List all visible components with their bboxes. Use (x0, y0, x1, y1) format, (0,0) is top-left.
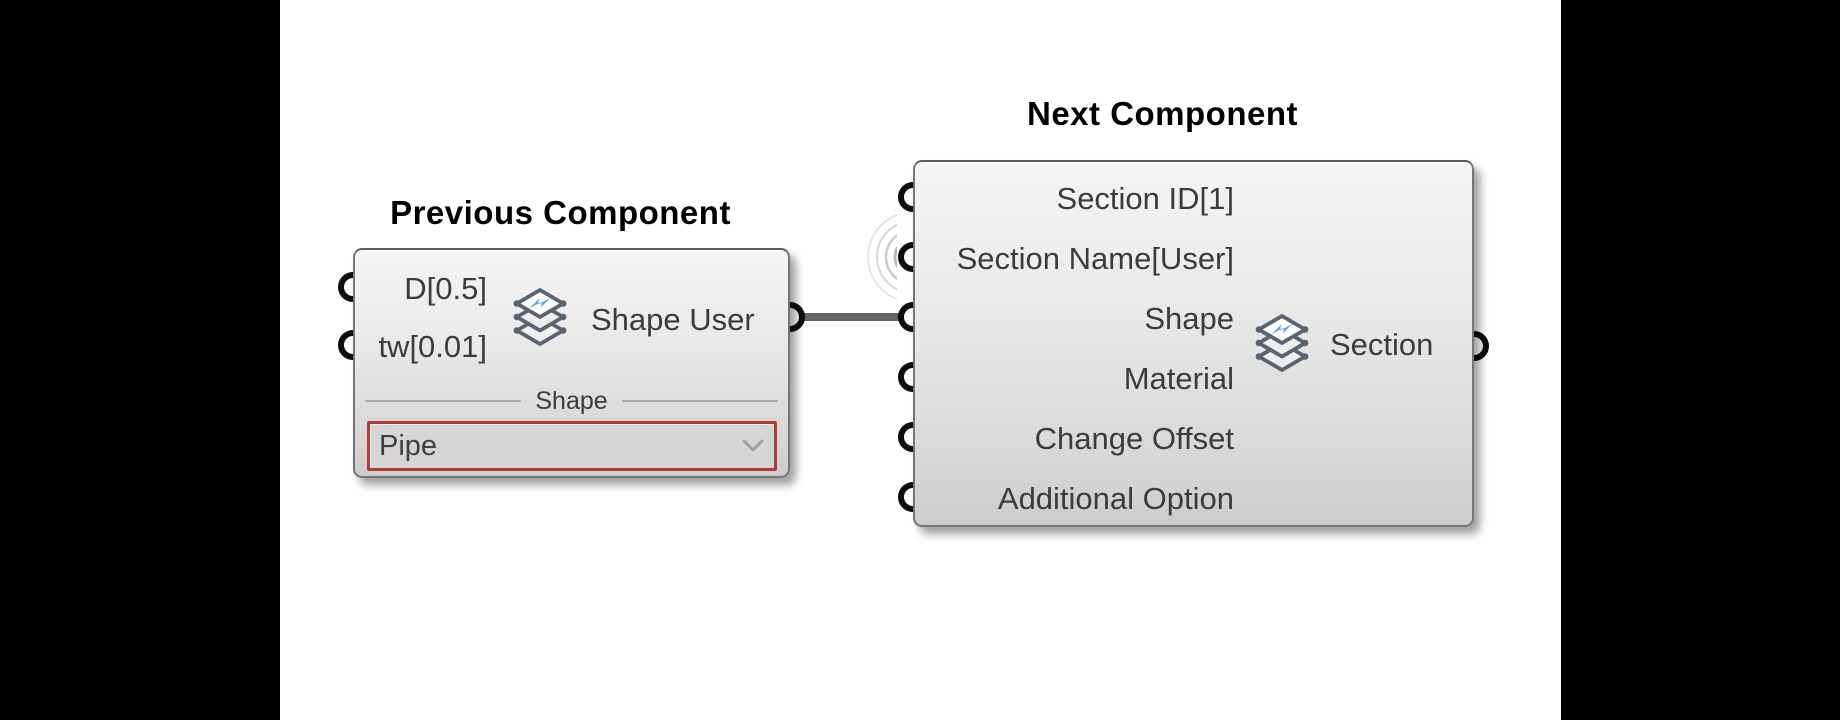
shape-section-divider: Shape (365, 386, 779, 416)
wireless-ripple-icon (867, 213, 897, 301)
connection-wire[interactable] (789, 313, 915, 321)
shape-dropdown[interactable]: Pipe (367, 421, 777, 471)
component-name-label: Shape User (591, 302, 755, 337)
input-label-material: Material (1123, 361, 1234, 396)
input-label-shape: Shape (1144, 301, 1234, 336)
component-name-label: Section (1330, 327, 1434, 362)
input-label-additional-option: Additional Option (997, 481, 1234, 516)
divider-line-right (621, 400, 779, 402)
previous-component-node[interactable]: D[0.5] tw[0.01] Shape User Shape Pipe (353, 248, 790, 478)
divider-label: Shape (535, 386, 608, 415)
next-component-title: Next Component (1027, 95, 1298, 132)
input-label-change-offset: Change Offset (1034, 421, 1234, 456)
input-label-section-name: Section Name[User] (956, 241, 1234, 276)
layers-stack-icon (1255, 314, 1309, 372)
previous-component-title: Previous Component (390, 194, 731, 231)
right-letterbox-bar (1561, 0, 1840, 720)
chevron-down-icon (742, 439, 764, 452)
shape-dropdown-value: Pipe (379, 429, 438, 462)
divider-line-left (365, 400, 522, 402)
left-letterbox-bar (0, 0, 280, 720)
input-label-section-id: Section ID[1] (1056, 181, 1234, 216)
input-label-d: D[0.5] (404, 271, 487, 306)
next-component-node[interactable]: Section ID[1] Section Name[User] Shape M… (913, 160, 1474, 527)
layers-stack-icon (513, 288, 567, 346)
input-label-tw: tw[0.01] (378, 329, 487, 364)
